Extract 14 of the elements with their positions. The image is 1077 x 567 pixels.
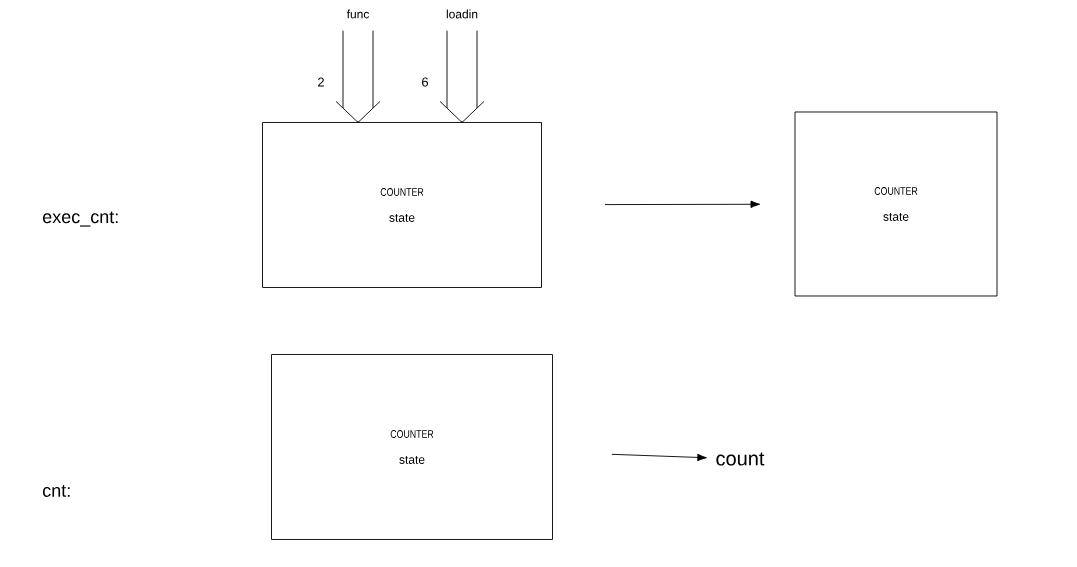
arrow — [604, 200, 761, 208]
signal-label: func — [346, 9, 369, 19]
counter-box: COUNTER state — [271, 354, 553, 540]
row-label: cnt: — [43, 485, 70, 497]
signal-label: count — [716, 452, 765, 466]
edge-label: 6 — [422, 77, 429, 87]
signal-label: loadin — [446, 9, 478, 19]
row-label: exec_cnt: — [43, 211, 118, 227]
bus-arrow — [439, 30, 485, 123]
counter-box: COUNTER state — [262, 122, 542, 288]
counter-box: COUNTER state — [794, 111, 998, 297]
edge-label: 2 — [318, 77, 324, 87]
bus-arrow — [335, 30, 381, 123]
arrow — [611, 453, 707, 462]
